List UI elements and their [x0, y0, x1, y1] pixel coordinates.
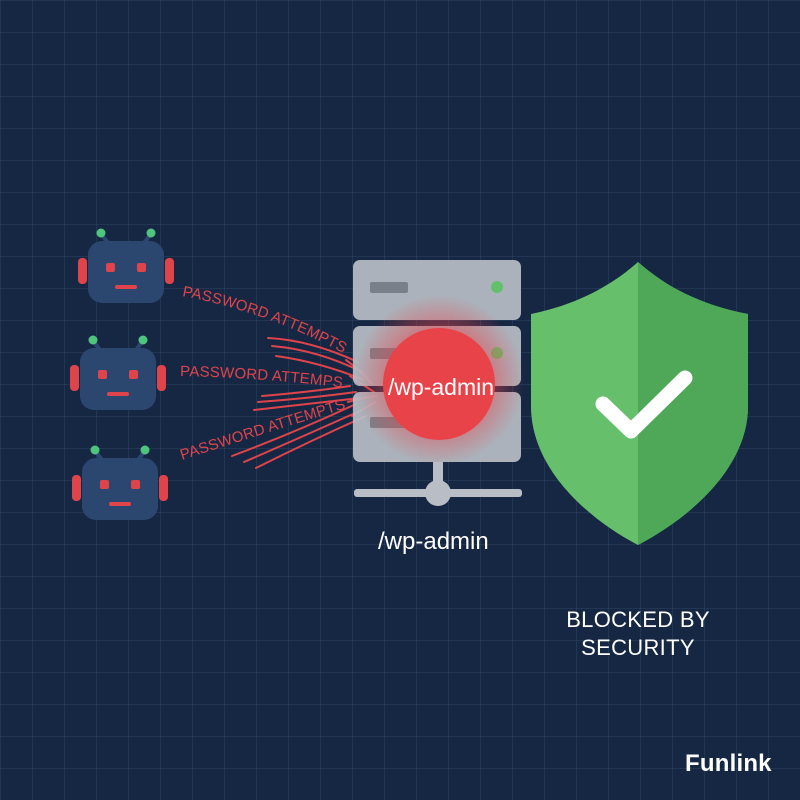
bot-icon [70, 335, 166, 410]
alert-badge [383, 328, 495, 440]
blocked-status: BLOCKED BY SECURITY [548, 606, 728, 662]
blocked-status-line1: BLOCKED BY [566, 607, 710, 632]
blocked-status-line2: SECURITY [581, 635, 695, 660]
attack-label: PASSWORD ATTEMPS [180, 363, 344, 392]
attack-label: PASSWORD ATTEMPTS [181, 283, 349, 357]
server-caption: /wp-admin [378, 528, 489, 555]
bot-icon [78, 228, 174, 303]
funlink-logo: Funlink [685, 750, 772, 777]
bot-icon [72, 445, 168, 520]
shield-check-icon [531, 262, 748, 545]
server-badge-label: /wp-admin [388, 374, 494, 400]
